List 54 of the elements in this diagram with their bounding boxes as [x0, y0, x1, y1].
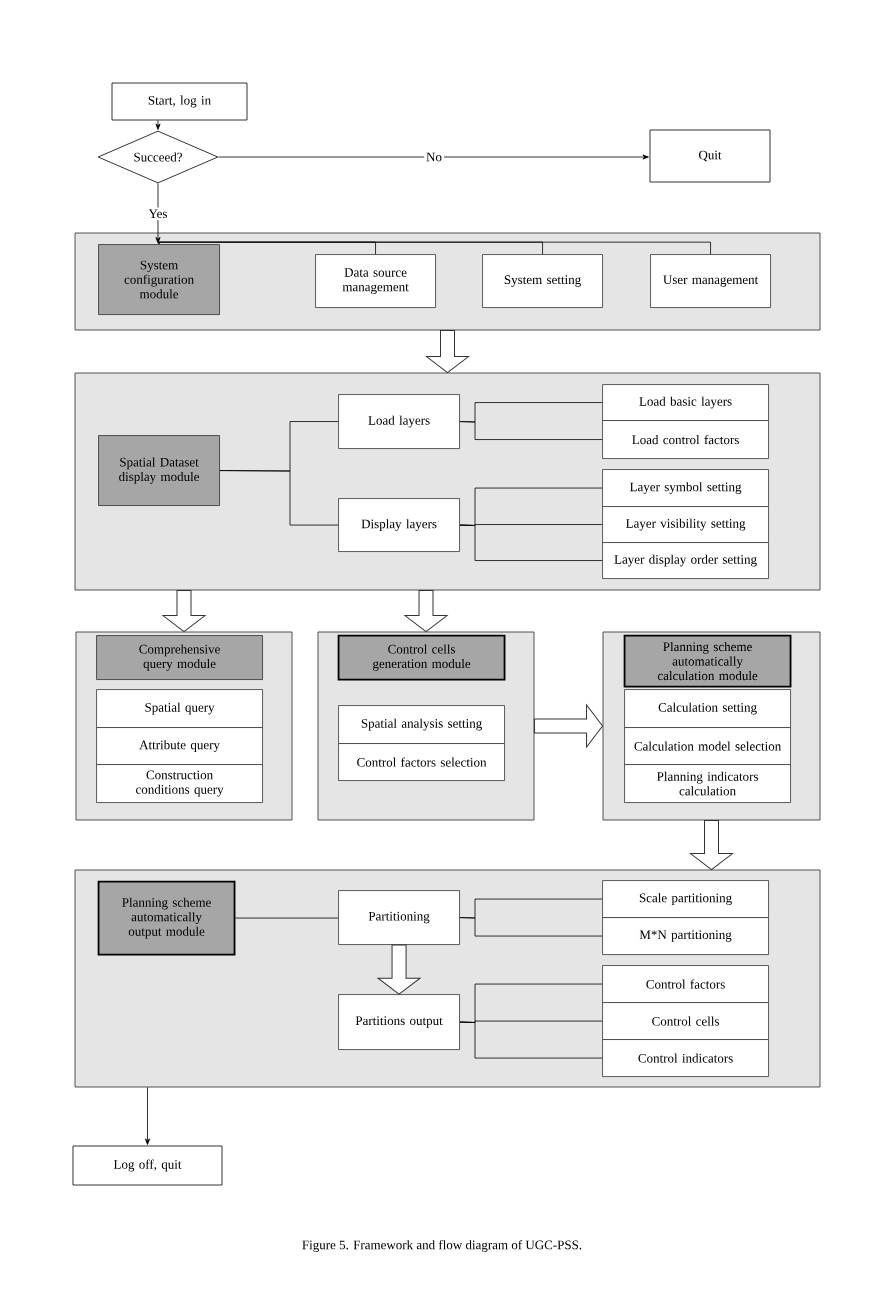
process-box: Data source management: [315, 254, 436, 308]
module-box: Control cells generation module: [337, 634, 506, 681]
process-box: M*N partitioning: [602, 917, 769, 955]
block-arrow: [404, 589, 448, 633]
process-box: Control cells: [602, 1002, 769, 1040]
arrow: [155, 183, 161, 244]
process-box: Start, log in: [111, 82, 248, 121]
process-box: Layer visibility setting: [602, 506, 769, 543]
process-box: Control factors: [602, 965, 769, 1003]
process-box: Construction conditions query: [96, 764, 263, 803]
arrow: [155, 120, 161, 130]
module-box: Planning scheme automatically calculation module: [623, 634, 792, 688]
process-box: Layer display order setting: [602, 542, 769, 579]
connector-line: [459, 917, 603, 937]
process-box: Attribute query: [96, 727, 263, 765]
module-box: Comprehensive query module: [96, 635, 263, 680]
process-box: Load control factors: [602, 420, 769, 459]
figure-caption: Figure 5. Framework and flow diagram of UGC-PSS.: [302, 1240, 582, 1252]
process-box: Planning indicators calculation: [624, 764, 791, 803]
process-box: Partitioning: [338, 890, 460, 945]
process-box: System setting: [482, 254, 603, 308]
block-arrow: [426, 329, 469, 374]
process-box: Partitions output: [338, 994, 460, 1050]
arrow: [145, 1087, 150, 1145]
block-arrow: [533, 704, 604, 748]
process-box: Load layers: [338, 394, 460, 449]
process-box: Spatial query: [96, 689, 263, 728]
process-box: Layer symbol setting: [602, 469, 769, 507]
process-box: Calculation setting: [624, 689, 791, 728]
connector-line: [459, 1021, 603, 1059]
arrow: [218, 154, 649, 160]
process-box: Quit: [649, 129, 771, 183]
edge-label: Yes: [146, 207, 170, 221]
process-box: Control factors selection: [338, 743, 505, 781]
module-box: System configuration module: [98, 244, 220, 315]
connector-line: [459, 524, 603, 561]
connector-line: [158, 241, 711, 255]
process-box: Calculation model selection: [624, 727, 791, 765]
process-box: Log off, quit: [72, 1145, 223, 1186]
process-box: Control indicators: [602, 1039, 769, 1077]
process-box: Display layers: [338, 498, 460, 552]
module-box: Planning scheme automatically output module: [97, 880, 236, 956]
block-arrow: [690, 819, 733, 871]
process-box: Scale partitioning: [602, 880, 769, 918]
connector-line: [235, 917, 339, 919]
edge-label: No: [424, 150, 444, 164]
block-arrow: [377, 944, 421, 995]
process-box: Spatial analysis setting: [338, 705, 505, 744]
block-arrow: [162, 589, 206, 633]
process-box: Load basic layers: [602, 384, 769, 421]
process-box: User management: [650, 254, 771, 308]
connector-line: [219, 470, 339, 526]
connector-line: [459, 421, 603, 440]
module-box: Spatial Dataset display module: [98, 435, 220, 506]
